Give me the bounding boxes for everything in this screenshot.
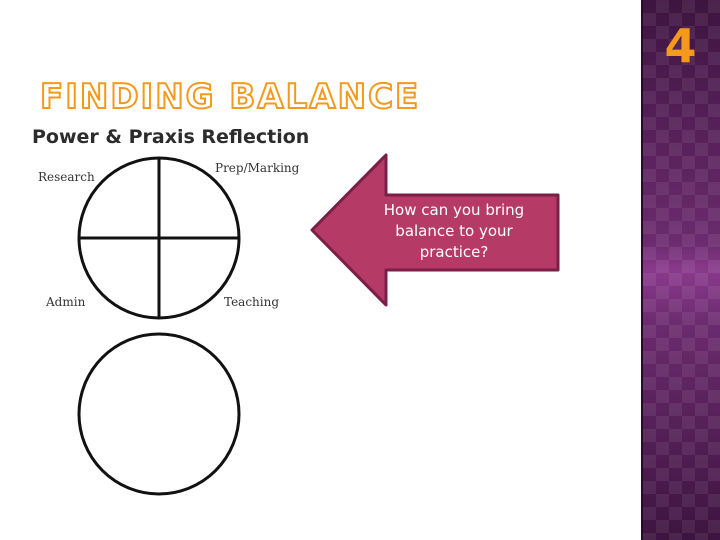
callout-text: How can you bring balance to your practi… [383, 201, 525, 261]
left-arrow-callout [310, 153, 560, 307]
quartered-circle [77, 156, 241, 320]
slide-number: 4 [664, 19, 697, 73]
quadrant-label-admin: Admin [46, 295, 86, 309]
figure-heading: Power & Praxis Reflection [32, 126, 310, 148]
quadrant-label-research: Research [38, 170, 95, 184]
quadrant-label-teaching: Teaching [224, 295, 280, 309]
side-panel [641, 0, 720, 540]
blank-circle [77, 332, 241, 496]
quadrant-label-prep-marking: Prep/Marking [215, 161, 300, 175]
slide-title: FINDING BALANCE [39, 76, 421, 118]
